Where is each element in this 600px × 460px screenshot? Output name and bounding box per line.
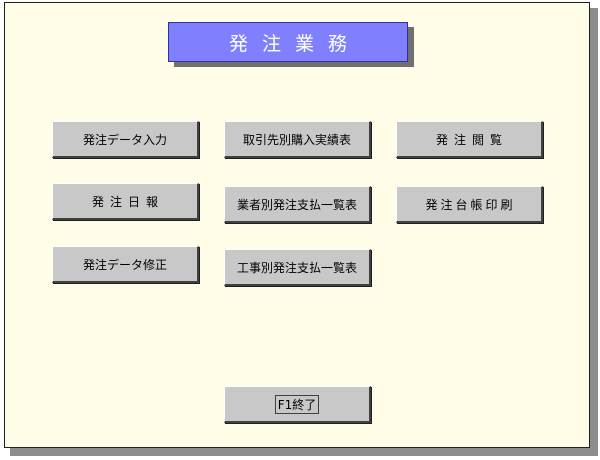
vendor-payment-list-label: 業者別発注支払一覧表 (236, 197, 357, 212)
exit-button[interactable]: F1終了 (224, 386, 371, 423)
project-payment-list-button[interactable]: 工事別発注支払一覧表 (224, 249, 371, 286)
page-title: 発注業務 (228, 32, 361, 55)
order-edit-label: 発注データ修正 (82, 257, 167, 272)
vendor-payment-list-button[interactable]: 業者別発注支払一覧表 (224, 186, 371, 223)
supplier-purchase-report-button[interactable]: 取引先別購入実績表 (224, 121, 371, 158)
order-entry-button[interactable]: 発注データ入力 (52, 121, 199, 158)
title-banner: 発注業務 (168, 22, 408, 62)
order-edit-button[interactable]: 発注データ修正 (52, 246, 199, 283)
order-view-button[interactable]: 発注閲覧 (396, 121, 543, 158)
order-ledger-print-button[interactable]: 発注台帳印刷 (396, 186, 543, 223)
main-window (4, 2, 590, 448)
order-view-label: 発注閲覧 (435, 132, 508, 147)
order-daily-report-label: 発注日報 (91, 194, 164, 209)
order-ledger-print-label: 発注台帳印刷 (425, 197, 516, 212)
exit-label: F1終了 (274, 394, 320, 414)
order-daily-report-button[interactable]: 発注日報 (52, 183, 199, 220)
order-entry-label: 発注データ入力 (82, 132, 167, 147)
project-payment-list-label: 工事別発注支払一覧表 (236, 260, 357, 275)
supplier-purchase-report-label: 取引先別購入実績表 (242, 132, 351, 147)
